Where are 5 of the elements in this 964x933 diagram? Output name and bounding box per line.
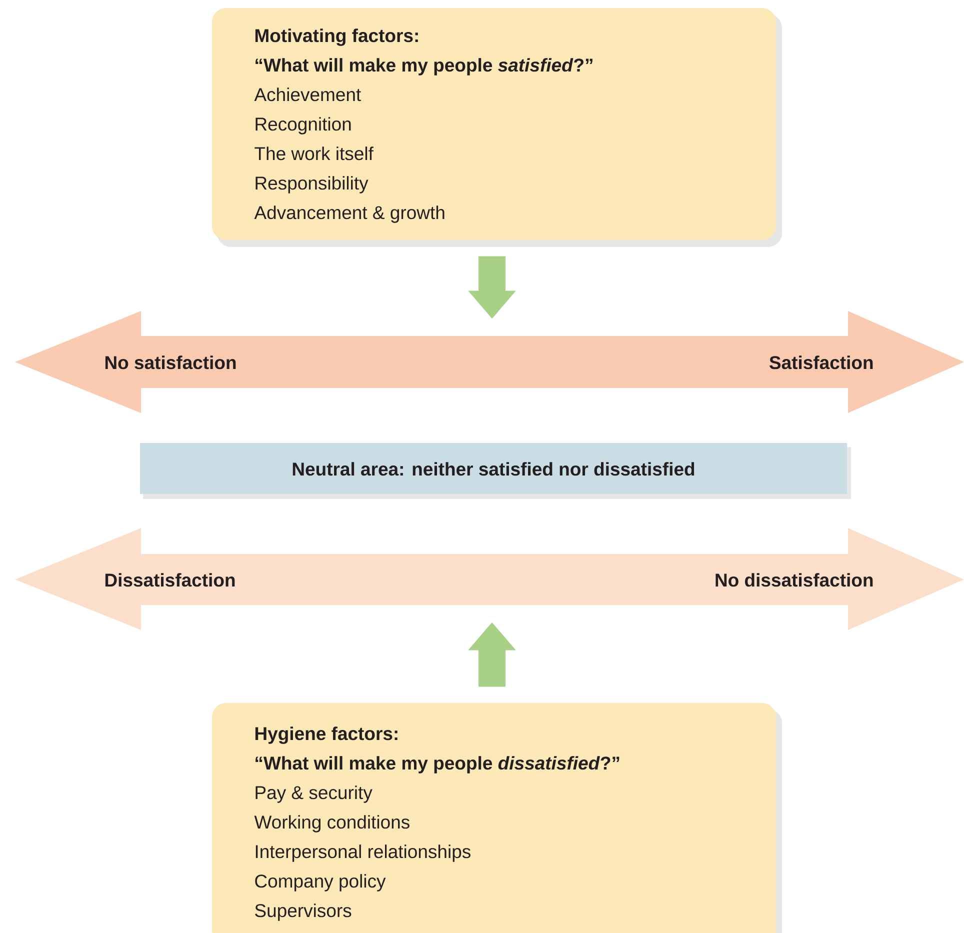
- double-arrow-band: Dissatisfaction No dissatisfaction: [15, 528, 964, 630]
- factor-card: Motivating factors: “What will make my people satisfied?” Achievement Recognition The work itself Responsibility Advancement & growth: [212, 8, 782, 247]
- factor-card: Hygiene factors: “What will make my people dissatisfied?” Pay & security Working conditions Interpersonal relationships Company policy Supervisors: [212, 703, 782, 933]
- neutral-area-bar: Neutral area: neither satisfied nor dissatisfied: [140, 443, 851, 499]
- double-arrow-band: No satisfaction Satisfaction: [15, 311, 964, 413]
